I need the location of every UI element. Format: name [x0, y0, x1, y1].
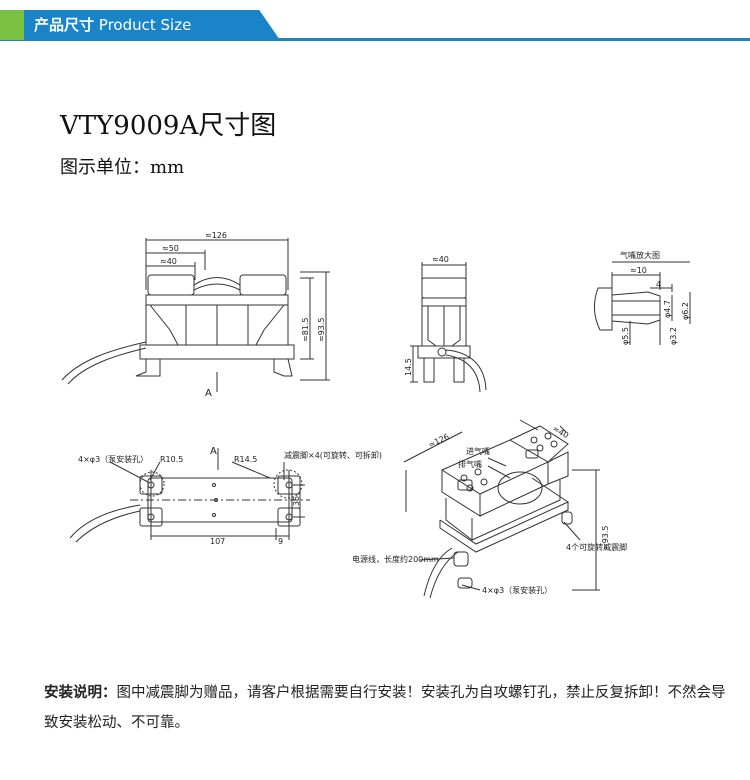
- iso-inlet-label: 进气嘴: [466, 446, 490, 456]
- bottom-arrow-label: A: [210, 446, 217, 457]
- iso-holes-label: 4×φ3（泵安装孔）: [482, 585, 552, 595]
- bottom-dim-107: 107: [210, 537, 225, 546]
- side-dim-45: 14.5: [404, 358, 413, 376]
- iso-cable-label: 电源线，长度约200mm: [352, 554, 439, 564]
- installation-note-label: 安装说明：: [44, 685, 117, 701]
- iso-view: [403, 419, 600, 599]
- front-dim-40: ≈40: [160, 257, 177, 266]
- section-title-cn: 产品尺寸: [34, 16, 95, 34]
- section-header: 产品尺寸 Product Size: [0, 0, 750, 44]
- page-title: VTY9009A尺寸图: [60, 111, 277, 141]
- front-arrow-label: A: [205, 388, 212, 399]
- nozzle-dim-62: φ6.2: [681, 302, 690, 320]
- bottom-r105: R10.5: [160, 455, 183, 464]
- technical-drawing: ≈126 ≈50 ≈40 ≈81.5 ≈93.5 A ≈40 14.5 气嘴放大…: [61, 231, 691, 599]
- bottom-view: [69, 448, 310, 543]
- iso-feet-label: 4个可旋转减震脚: [566, 542, 627, 552]
- bottom-r145: R14.5: [234, 455, 257, 464]
- side-view: [410, 262, 487, 393]
- nozzle-dim-4: 4: [656, 280, 661, 289]
- dimension-labels: ≈126 ≈50 ≈40 ≈81.5 ≈93.5 A ≈40 14.5 气嘴放大…: [78, 231, 690, 595]
- nozzle-detail: [594, 261, 691, 345]
- front-dim-50: ≈50: [162, 244, 179, 253]
- unit-label: 图示单位：mm: [60, 157, 185, 178]
- bottom-feet-label: 减震脚×4(可旋转、可拆卸): [284, 450, 382, 460]
- nozzle-title: 气嘴放大图: [620, 250, 660, 260]
- bottom-dim-9: 9: [278, 537, 283, 546]
- front-dim-total: ≈126: [205, 231, 227, 240]
- nozzle-dim-47: φ4.7: [663, 300, 672, 318]
- bottom-dim-35: 35: [292, 496, 301, 506]
- iso-dim-935: ≈93.5: [601, 525, 610, 550]
- front-dim-935: ≈93.5: [317, 317, 326, 342]
- installation-note: 安装说明：图中减震脚为赠品，请客户根据需要自行安装！安装孔为自攻螺钉孔，禁止反复…: [44, 678, 734, 738]
- header-accent: [0, 10, 24, 40]
- side-dim-40: ≈40: [432, 255, 449, 264]
- nozzle-dim-55: φ5.5: [621, 327, 630, 345]
- iso-outlet-label: 排气嘴: [458, 459, 482, 469]
- section-title: 产品尺寸 Product Size: [34, 14, 191, 35]
- nozzle-dim-10: ≈10: [630, 266, 647, 275]
- installation-note-text: 图中减震脚为赠品，请客户根据需要自行安装！安装孔为自攻螺钉孔，禁止反复拆卸！不然…: [44, 685, 726, 731]
- bottom-holes-label: 4×φ3（泵安装孔）: [78, 454, 148, 464]
- front-dim-815: ≈81.5: [301, 317, 310, 342]
- header-underline: [0, 38, 750, 41]
- iso-dim-40: ≈40: [551, 424, 570, 440]
- iso-dim-126: ≈126: [427, 432, 451, 450]
- front-view: [61, 238, 330, 392]
- section-title-en: Product Size: [98, 16, 192, 34]
- header-tab: [20, 10, 280, 40]
- nozzle-dim-32: φ3.2: [669, 327, 678, 345]
